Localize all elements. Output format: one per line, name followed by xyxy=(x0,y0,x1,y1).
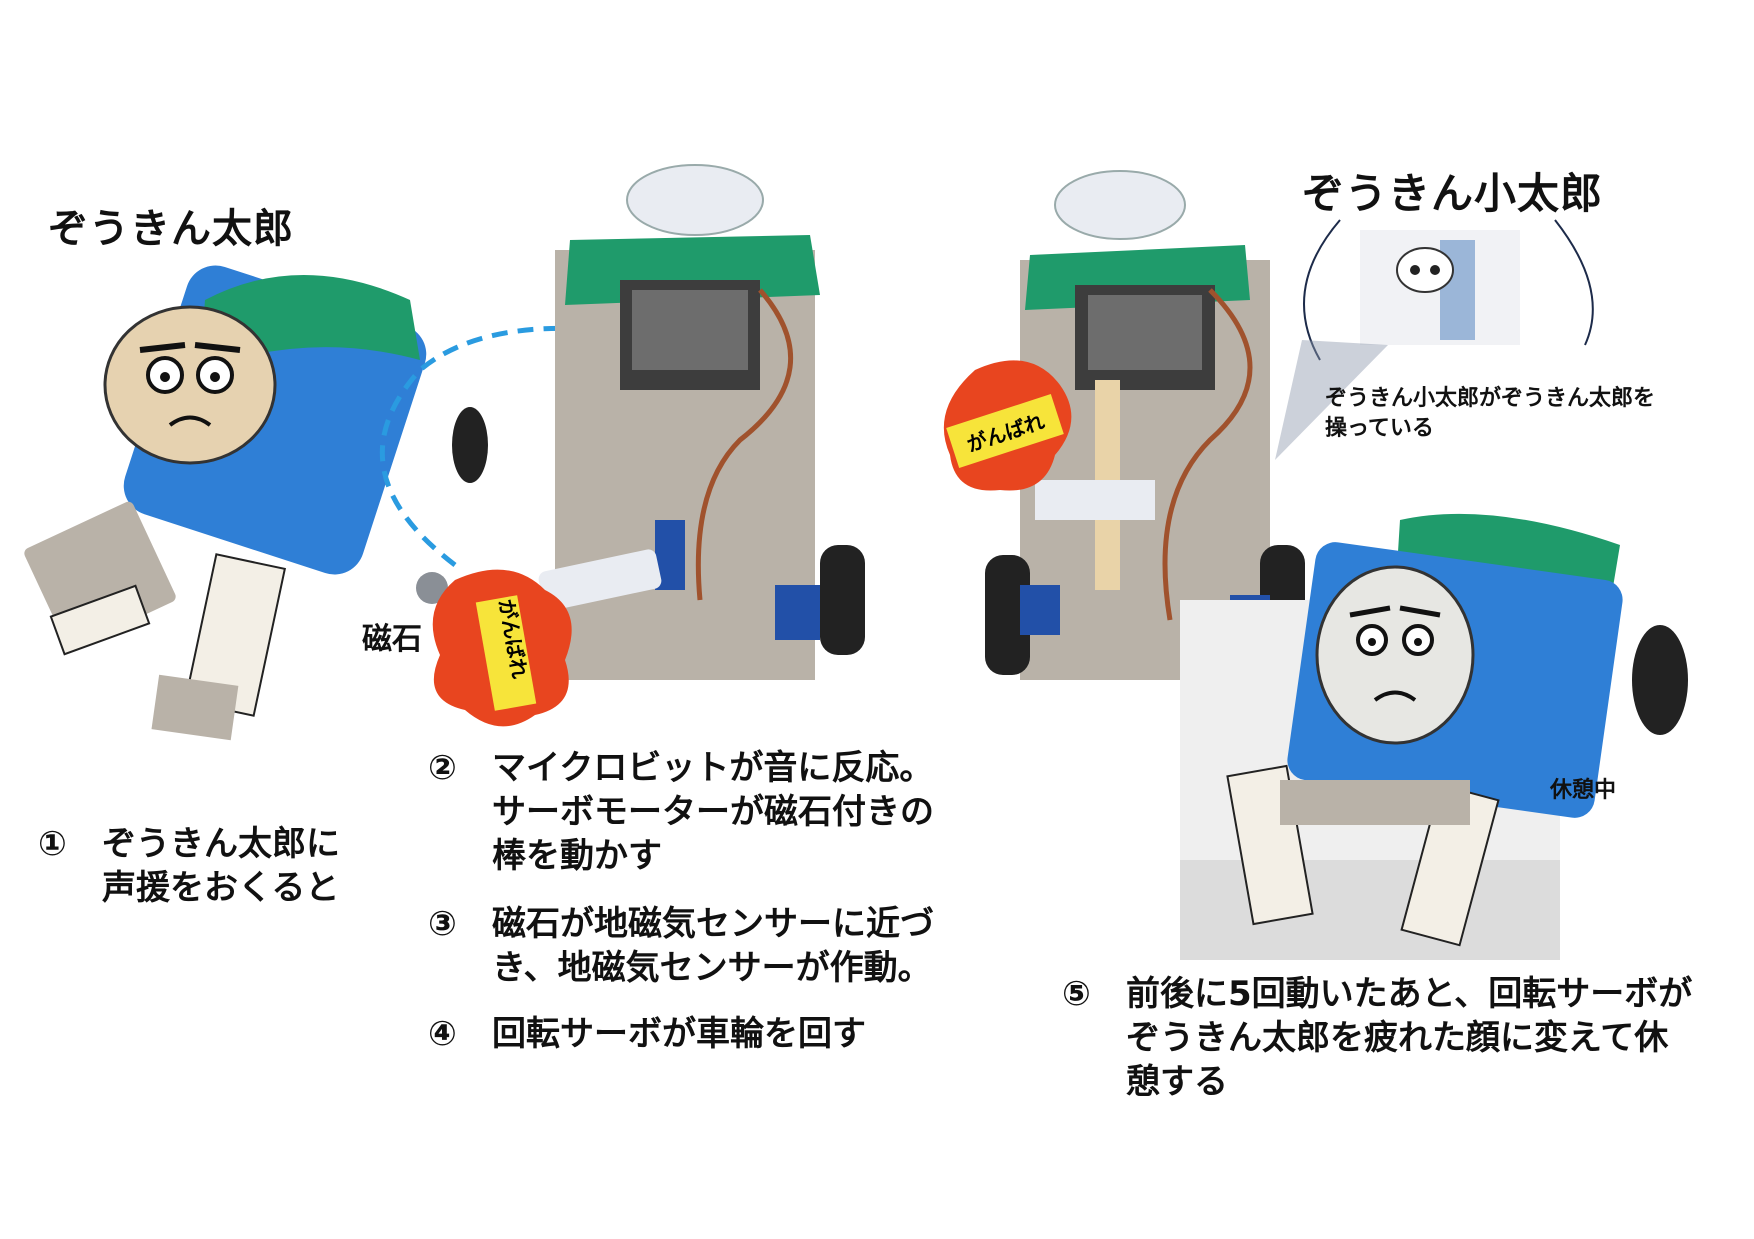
step-1-text: ぞうきん太郎に 声援をおくると xyxy=(102,824,340,908)
step-1: ① ぞうきん太郎に 声援をおくると xyxy=(38,822,340,910)
resting-taro xyxy=(1180,513,1688,960)
magnet-label: 磁石 xyxy=(362,622,422,657)
step-3-text: 磁石が地磁気センサーに近づ き、地磁気センサーが作動。 xyxy=(492,904,934,988)
step-4: ④ 回転サーボが車輪を回す xyxy=(428,1012,866,1056)
resting-label: 休憩中 xyxy=(1550,778,1617,803)
step-3-number: ③ xyxy=(428,904,457,944)
step-2-text: マイクロビットが音に反応。 サーボモーターが磁石付きの 棒を動かす xyxy=(492,748,934,876)
robot-with-kotaro: がんばれ xyxy=(943,170,1305,680)
kotaro-caption: ぞうきん小太郎がぞうきん太郎を 操っている xyxy=(1325,386,1656,441)
step-1-number: ① xyxy=(38,824,67,864)
zoukin-taro-robot xyxy=(24,265,488,741)
step-4-text: 回転サーボが車輪を回す xyxy=(492,1014,866,1054)
robot-back-view xyxy=(416,164,865,680)
step-3: ③ 磁石が地磁気センサーに近づ き、地磁気センサーが作動。 xyxy=(428,902,934,990)
step-5: ⑤ 前後に5回動いたあと、回転サーボが ぞうきん太郎を疲れた顔に変えて休 憩する xyxy=(1062,972,1692,1104)
cheer-sign-left: がんばれ xyxy=(432,569,572,727)
kotaro-callout xyxy=(1275,219,1594,460)
title-zoukin-taro: ぞうきん太郎 xyxy=(48,206,294,252)
step-5-text: 前後に5回動いたあと、回転サーボが ぞうきん太郎を疲れた顔に変えて休 憩する xyxy=(1126,974,1693,1102)
step-4-number: ④ xyxy=(428,1014,457,1054)
step-2: ② マイクロビットが音に反応。 サーボモーターが磁石付きの 棒を動かす xyxy=(428,746,934,878)
motion-arrow xyxy=(379,325,601,567)
title-zoukin-kotaro: ぞうきん小太郎 xyxy=(1302,169,1604,218)
step-5-number: ⑤ xyxy=(1062,974,1091,1014)
step-2-number: ② xyxy=(428,748,457,788)
